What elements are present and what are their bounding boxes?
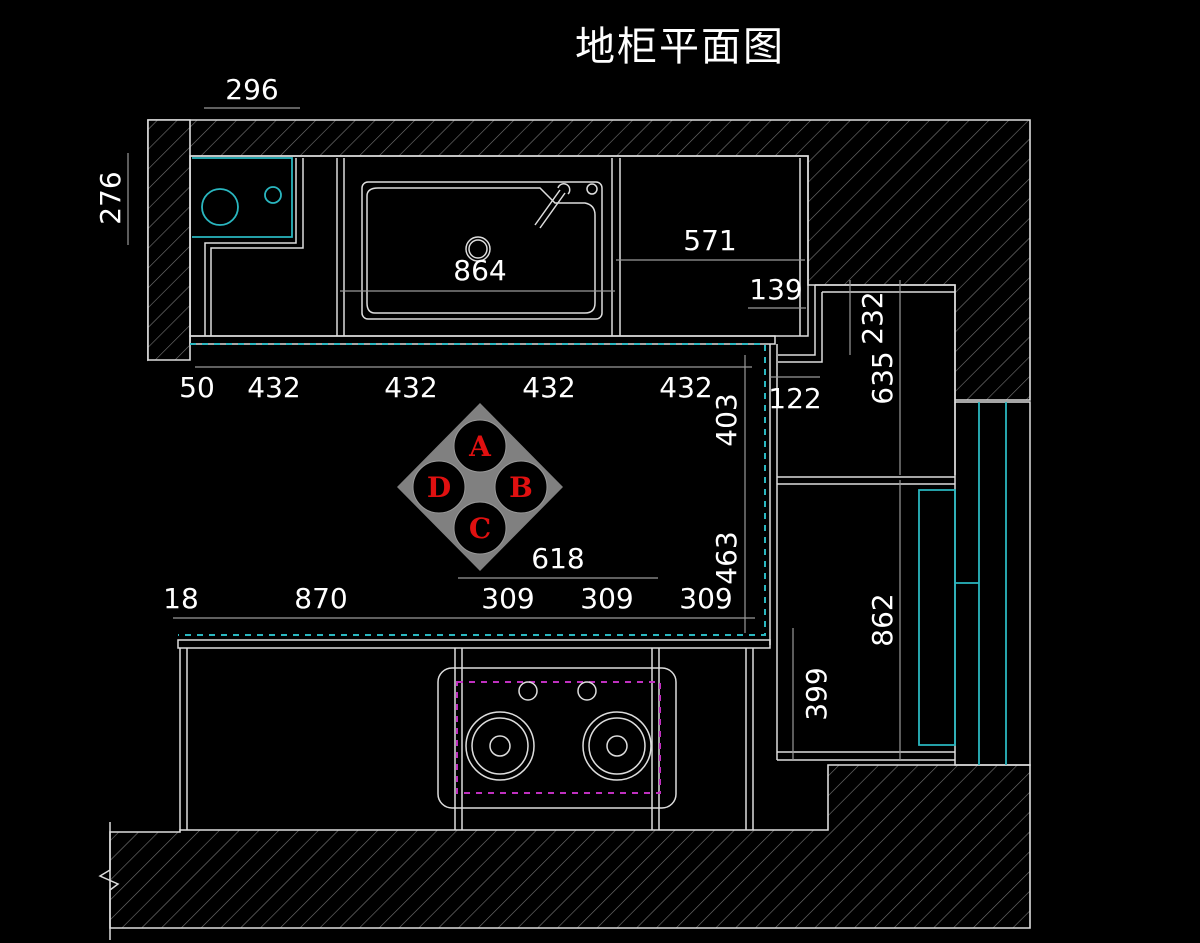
hob-outer <box>437 667 677 809</box>
tap-icon <box>586 183 598 195</box>
dim-432-4: 432 <box>659 371 712 404</box>
tall-unit-panels <box>918 402 1007 765</box>
right-lower-bottom <box>777 751 955 761</box>
sink-basin <box>366 187 596 314</box>
burner-label-b: B <box>509 471 533 504</box>
dim-432-2: 432 <box>384 371 437 404</box>
break-line <box>98 822 120 940</box>
dim-139: 139 <box>749 273 802 306</box>
burner-label-c: C <box>469 512 491 545</box>
dim-232: 232 <box>856 291 889 344</box>
dim-463: 463 <box>710 531 743 584</box>
dim-862: 862 <box>866 593 899 646</box>
hob-cutout <box>456 681 661 794</box>
dim-309-1: 309 <box>481 582 534 615</box>
burner-diagram <box>397 403 563 571</box>
dim-296: 296 <box>225 73 278 106</box>
lower-cabinet-sides <box>179 648 754 830</box>
dim-309-2: 309 <box>580 582 633 615</box>
right-divider <box>777 476 955 485</box>
faucet-icon <box>534 183 571 229</box>
knob-right-icon <box>577 681 597 701</box>
dim-618: 618 <box>531 542 584 575</box>
dim-399: 399 <box>800 667 833 720</box>
dim-870: 870 <box>294 582 347 615</box>
burner-label-d: D <box>427 471 451 504</box>
bottom-wall <box>109 764 1031 929</box>
dim-571: 571 <box>683 224 736 257</box>
right-edge <box>769 344 778 760</box>
dim-122: 122 <box>768 382 821 415</box>
drawing-title: 地柜平面图 <box>575 24 785 70</box>
drain-small-icon <box>264 186 282 204</box>
dim-635: 635 <box>866 351 899 404</box>
right-upper-cabinet <box>778 284 956 475</box>
burner-label-a: A <box>468 430 492 463</box>
drain-large-icon <box>201 188 239 226</box>
dim-309-3: 309 <box>679 582 732 615</box>
dim-403: 403 <box>710 393 743 446</box>
countertop-front-edge <box>189 335 776 345</box>
dim-864: 864 <box>453 254 506 287</box>
sink-outer <box>361 181 603 320</box>
dim-432-3: 432 <box>522 371 575 404</box>
dimension-lines <box>127 107 901 760</box>
left-wall <box>147 119 191 361</box>
corner-unit <box>192 157 293 238</box>
dim-432-1: 432 <box>247 371 300 404</box>
corner-partition <box>204 158 304 336</box>
sink-drain-inner <box>468 239 488 259</box>
sink-drain-icon <box>465 236 491 262</box>
knob-left-icon <box>518 681 538 701</box>
dim-50: 50 <box>179 371 215 404</box>
gas-burner-left <box>465 711 535 781</box>
dim-18: 18 <box>163 582 199 615</box>
cabinet-divider <box>336 158 801 336</box>
dim-276: 276 <box>94 171 127 224</box>
gas-burner-right <box>582 711 652 781</box>
lower-counter-edge <box>177 639 771 649</box>
countertop-outline <box>178 343 766 636</box>
